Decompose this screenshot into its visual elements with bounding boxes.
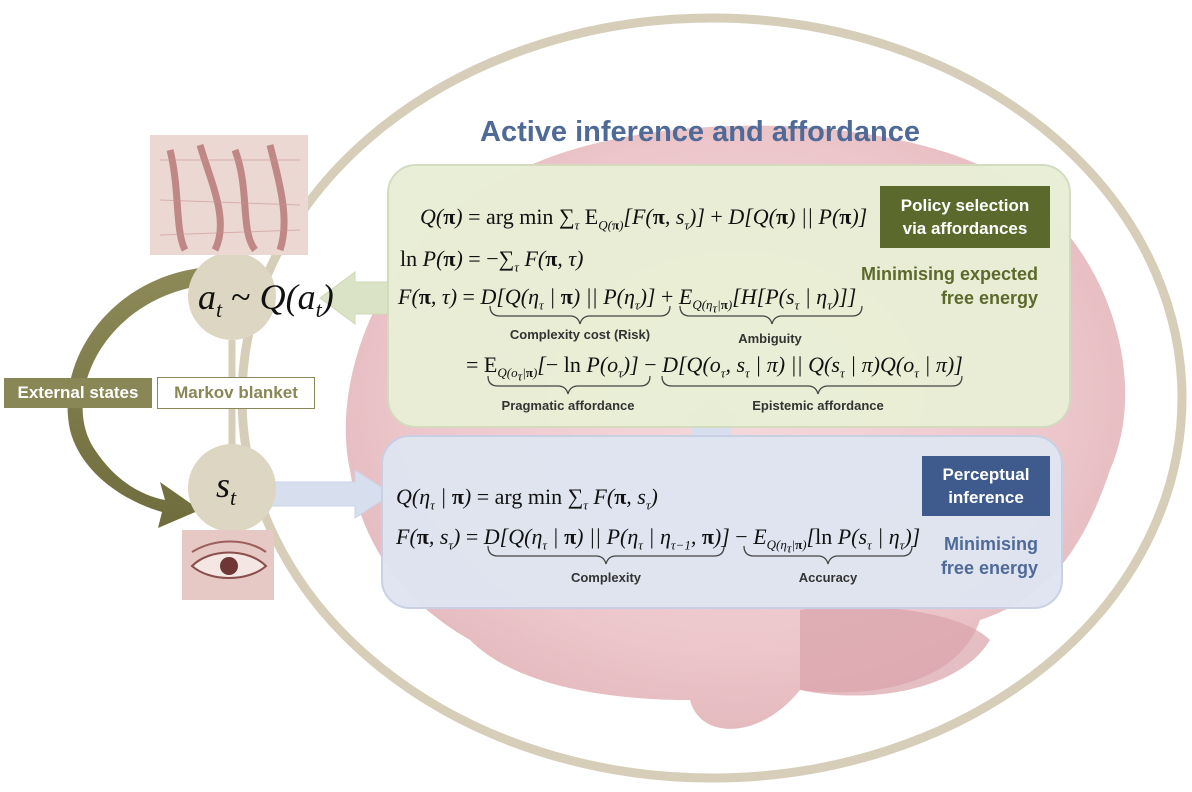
fe-heading-line2: free energy — [940, 558, 1038, 578]
cerebellum-image — [800, 606, 990, 696]
perception-tag-line2: inference — [948, 488, 1024, 507]
perception-tag-line1: Perceptual — [942, 465, 1030, 484]
sensory-node-label: st — [216, 465, 237, 511]
perceptual-inference-tag: Perceptual inference — [922, 456, 1050, 516]
anatomy-drawing — [150, 135, 308, 255]
efe-heading-line1: Minimising expected — [860, 264, 1038, 284]
brace-accuracy — [743, 545, 913, 565]
sensory-node — [188, 444, 276, 532]
external-states-arrow — [67, 268, 206, 528]
policy-equation-q: Q(π) = arg min ∑τ EQ(π)[F(π, sτ)] + D[Q(… — [420, 204, 868, 233]
ambiguity-label: Ambiguity — [738, 331, 802, 346]
action-node — [188, 252, 276, 340]
markov-blanket-label: Markov blanket — [157, 377, 315, 409]
brace-complexity — [487, 545, 725, 565]
complexity-cost-label: Complexity cost (Risk) — [509, 327, 651, 342]
policy-equation-prior: ln P(π) = −∑τ F(π, τ) — [400, 246, 584, 275]
brace-complexity-cost — [489, 305, 671, 325]
perception-equation-fe: F(π, sτ) = D[Q(ητ | π) || P(ητ | ητ−1, π… — [396, 524, 921, 556]
diagram-title: Active inference and affordance — [480, 116, 920, 148]
external-states-label: External states — [4, 378, 152, 408]
sensation-arrow — [271, 469, 393, 519]
underbraces — [487, 305, 963, 565]
action-node-label: at ~ Q(at) — [198, 277, 334, 323]
expected-free-energy-heading: Minimising expected free energy — [820, 262, 1038, 310]
pragmatic-affordance-label: Pragmatic affordance — [501, 398, 635, 413]
accuracy-label: Accuracy — [798, 570, 858, 585]
eye-drawing — [182, 530, 274, 600]
policy-selection-tag: Policy selection via affordances — [880, 186, 1050, 248]
brace-ambiguity — [679, 305, 863, 325]
policy-equation-affordance: = EQ(oτ|π)[− ln P(oτ)] − D[Q(oτ, sτ | π)… — [466, 352, 963, 384]
policy-equation-efe: F(π, τ) = D[Q(ητ | π) || P(ητ)] + EQ(ητ|… — [398, 284, 857, 316]
policy-tag-line1: Policy selection — [900, 196, 1030, 215]
brace-pragmatic — [487, 375, 651, 395]
free-energy-heading: Minimising free energy — [860, 532, 1038, 580]
perception-equation-q: Q(ητ | π) = arg min ∑τ F(π, sτ) — [396, 484, 658, 513]
perception-box — [381, 435, 1063, 609]
policy-tag-line2: via affordances — [902, 219, 1028, 238]
efe-heading-line2: free energy — [940, 288, 1038, 308]
brace-epistemic — [661, 375, 963, 395]
action-arrow — [319, 271, 391, 325]
fe-heading-line1: Minimising — [944, 534, 1038, 554]
complexity-label: Complexity — [570, 570, 642, 585]
epistemic-affordance-label: Epistemic affordance — [752, 398, 884, 413]
